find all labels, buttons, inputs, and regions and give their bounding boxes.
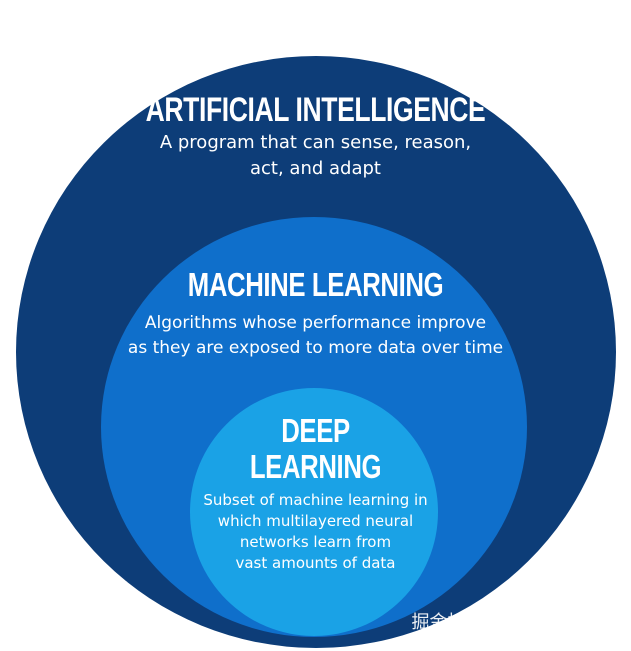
dl-description: Subset of machine learning in which mult… [0,490,631,574]
dl-title-line: LEARNING [249,448,382,485]
ai-title: ARTIFICIAL INTELLIGENCE [145,91,486,129]
ml-description-line: as they are exposed to more data over ti… [127,338,504,358]
dl-title: DEEP LEARNING [69,413,561,485]
dl-description-line: networks learn from [239,533,392,551]
ml-description: Algorithms whose performance improve as … [0,311,631,361]
ai-description: A program that can sense, reason, act, a… [0,130,631,182]
dl-description-line: Subset of machine learning in [203,491,428,509]
dl-description-line: which multilayered neural [217,512,414,530]
ai-description-line: act, and adapt [250,158,381,179]
dl-description-line: vast amounts of data [235,554,396,572]
dl-circle [190,388,438,636]
ml-description-line: Algorithms whose performance improve [144,313,487,333]
watermark-text: 掘金技术社区 @ 布客飞龙 [411,612,621,633]
ml-title: MACHINE LEARNING [187,266,444,303]
ai-description-line: A program that can sense, reason, [159,132,472,153]
dl-title-line: DEEP [281,412,350,449]
